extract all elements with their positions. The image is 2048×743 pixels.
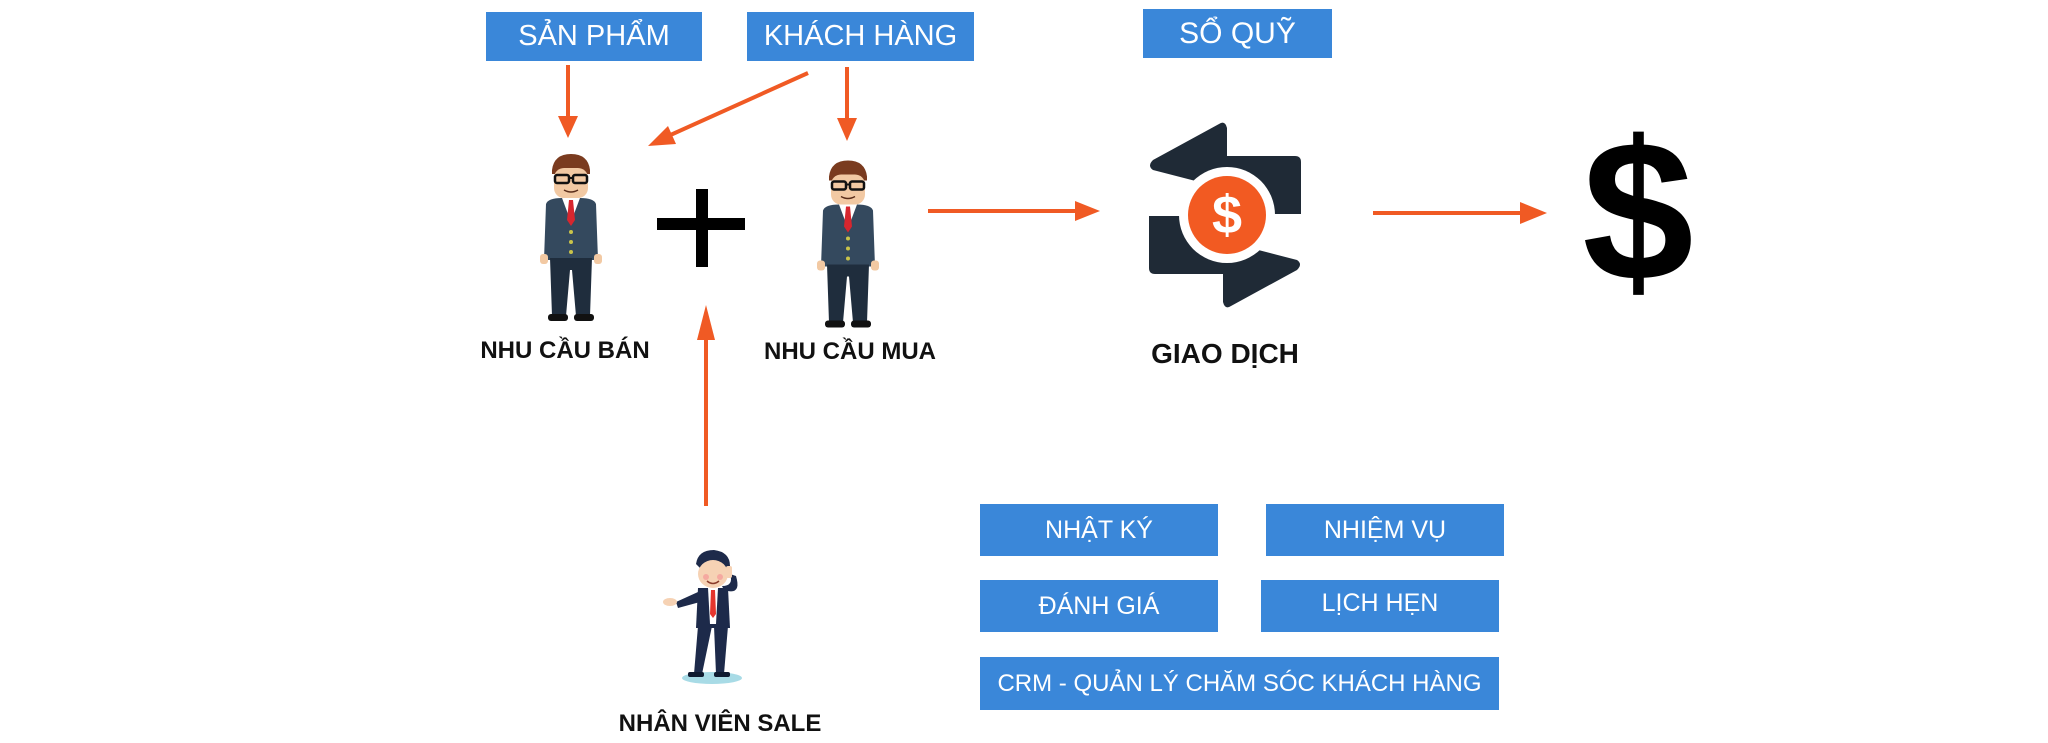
nhiem-vu-label: NHIỆM VỤ [1323, 515, 1447, 544]
nhiem-vu-box: NHIỆM VỤ [1266, 504, 1504, 556]
sales-person-phone-icon [663, 550, 742, 684]
arrow-khachhang-to-ban [648, 71, 809, 146]
san-pham-box: SẢN PHẨM [486, 12, 702, 61]
coin-dollar-glyph: $ [1212, 185, 1242, 245]
buyer-person-icon [817, 160, 879, 328]
danh-gia-box: ĐÁNH GIÁ [980, 580, 1218, 632]
nhat-ky-box: NHẬT KÝ [980, 504, 1218, 556]
lich-hen-box: LỊCH HẸN [1261, 580, 1499, 632]
seller-person-icon [540, 154, 602, 321]
crm-label: CRM - QUẢN LÝ CHĂM SÓC KHÁCH HÀNG [997, 669, 1482, 697]
arrow-khachhang-to-mua [837, 67, 857, 141]
arrow-giaodich-to-dollar [1373, 202, 1547, 224]
so-quy-box: SỔ QUỸ [1143, 9, 1332, 58]
nhan-vien-sale-label: NHÂN VIÊN SALE [618, 710, 822, 737]
plus-icon [657, 189, 745, 267]
arrow-sanpham-to-ban [558, 65, 578, 138]
so-quy-label: SỔ QUỸ [1179, 16, 1296, 50]
giao-dich-label: GIAO DỊCH [1151, 338, 1299, 369]
crm-box: CRM - QUẢN LÝ CHĂM SÓC KHÁCH HÀNG [980, 657, 1499, 710]
nhu-cau-ban-label: NHU CẦU BÁN [480, 337, 650, 364]
danh-gia-label: ĐÁNH GIÁ [1038, 591, 1160, 620]
lich-hen-label: LỊCH HẸN [1321, 588, 1439, 617]
san-pham-label: SẢN PHẨM [518, 20, 670, 52]
khach-hang-label: KHÁCH HÀNG [763, 20, 958, 52]
nhu-cau-mua-label: NHU CẦU MUA [764, 338, 936, 365]
nhat-ky-label: NHẬT KÝ [1045, 515, 1153, 544]
khach-hang-box: KHÁCH HÀNG [747, 12, 974, 61]
transaction-exchange-icon: $ [1149, 122, 1301, 308]
arrow-sale-to-plus [697, 305, 715, 506]
dollar-icon: $ [1582, 100, 1694, 323]
arrow-mua-to-giaodich [928, 201, 1100, 221]
